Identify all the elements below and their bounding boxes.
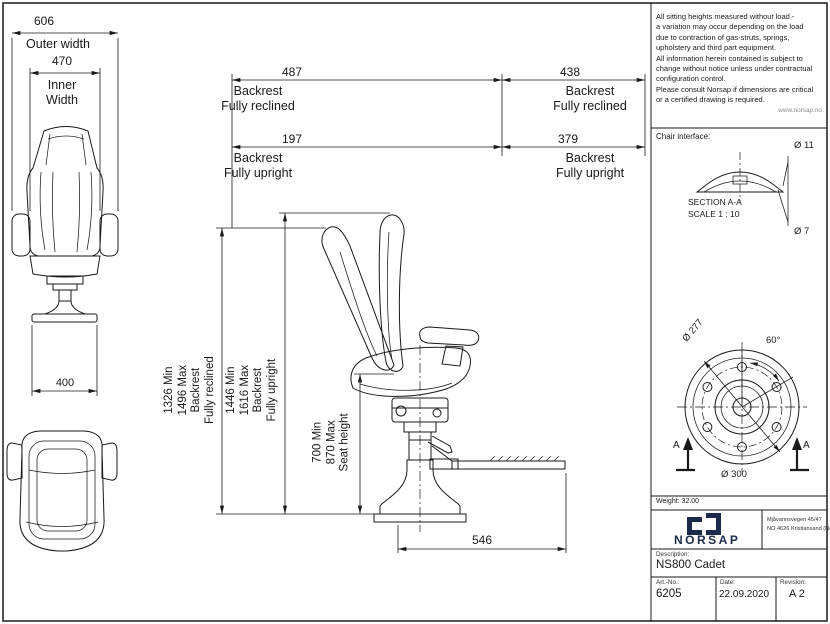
website-link: www.norsap.no <box>778 107 822 114</box>
dim-height-reclined-label: 1326 Min 1496 Max Backrest Fully recline… <box>162 356 216 424</box>
company-address-line1: Mjåvannsvegen 45/47 <box>767 517 822 523</box>
dim-inner-width-label: Inner Width <box>46 78 78 107</box>
description-value: NS800 Cadet <box>656 559 726 571</box>
dim-base-width-value: 400 <box>55 377 75 389</box>
top-view-art <box>6 430 118 552</box>
revision-label: Revision: <box>780 579 806 586</box>
dim-upright-left-label: Backrest Fully upright <box>223 151 293 180</box>
notes-text: All sitting heights measured without loa… <box>656 12 814 105</box>
dim-height-upright-label: 1446 Min 1616 Max Backrest Fully upright <box>224 358 278 422</box>
section-detail-art <box>695 152 789 226</box>
dim-footrest-depth-value: 546 <box>471 533 493 547</box>
company-address-line2: NO 4626 Kristiansand (Norway) <box>767 526 830 532</box>
revision-value: A 2 <box>789 588 805 600</box>
art-no-value: 6205 <box>656 588 682 600</box>
front-view-art <box>11 126 119 323</box>
dim-outer-width-value: 606 <box>33 14 55 28</box>
dim-reclined-right-value: 438 <box>559 65 581 79</box>
dimension-lines <box>11 30 646 553</box>
dim-seat-height-label: 700 Min 870 Max Seat height <box>311 413 351 472</box>
base-plate-art <box>676 342 809 472</box>
company-name: NORSAP <box>674 533 741 547</box>
dim-upright-right-value: 379 <box>557 132 579 146</box>
section-mark-left: A <box>673 440 680 451</box>
chair-interface-label: Chair interface: <box>656 132 711 141</box>
dim-outer-width-label: Outer width <box>26 37 90 51</box>
dim-upright-right-label: Backrest Fully upright <box>555 151 625 180</box>
dim-reclined-right-label: Backrest Fully reclined <box>553 84 627 113</box>
date-label: Date: <box>720 579 736 586</box>
section-scale: SCALE 1 : 10 <box>688 209 740 219</box>
weight-label: Weight: 32.00 <box>656 498 700 505</box>
side-view-art <box>321 214 566 532</box>
norsap-logo-icon <box>687 513 721 535</box>
hole-dia-bottom-label: Ø 7 <box>794 226 810 237</box>
dim-upright-left-value: 197 <box>281 132 303 146</box>
dim-reclined-left-value: 487 <box>281 65 303 79</box>
dim-inner-width-value: 470 <box>51 54 73 68</box>
date-value: 22.09.2020 <box>719 589 770 600</box>
panel-borders <box>650 3 827 621</box>
hole-dia-top-label: Ø 11 <box>794 140 814 151</box>
bolt-angle-label: 60° <box>766 335 781 346</box>
section-mark-right: A <box>803 440 810 451</box>
description-label: Description: <box>656 551 690 558</box>
art-no-label: Art.-No.: <box>656 579 680 586</box>
base-dia-label: Ø 300 <box>721 469 747 480</box>
dim-reclined-left-label: Backrest Fully reclined <box>221 84 295 113</box>
section-title: SECTION A-A <box>688 197 742 207</box>
